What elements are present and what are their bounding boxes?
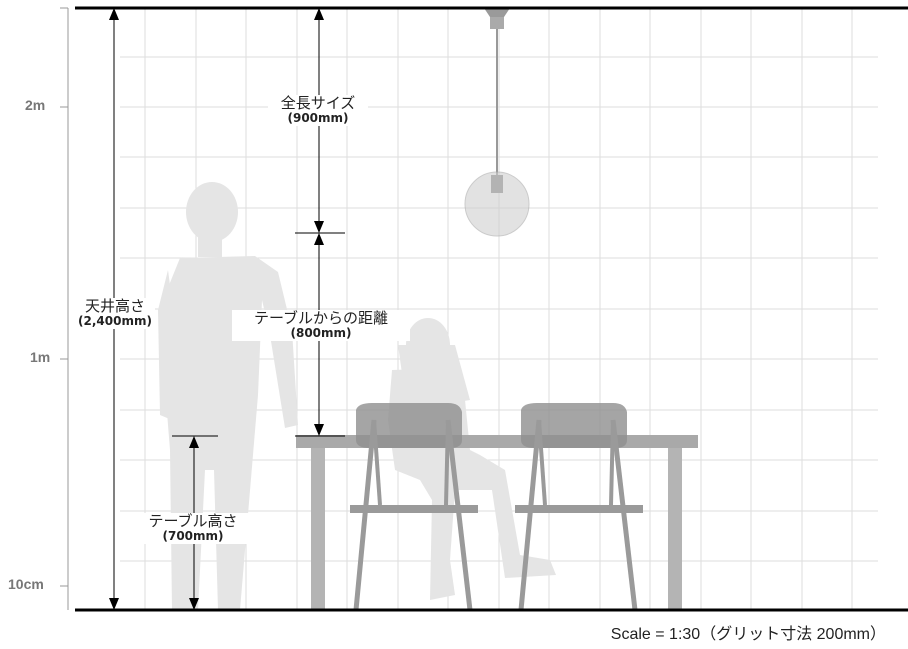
- chair-left: [350, 403, 478, 611]
- table-height-value: (700mm): [162, 529, 224, 544]
- pendant-length-label: 全長サイズ (900mm): [268, 94, 368, 127]
- tick-label-1m: 1m: [30, 349, 51, 365]
- height-axis: [60, 7, 69, 610]
- seated-person-silhouette: [388, 318, 556, 600]
- scale-note: Scale = 1:30（グリット寸法 200mm）: [610, 626, 886, 643]
- ceiling-height-value: (2,400mm): [78, 314, 152, 329]
- pendant-length-value: (900mm): [287, 111, 349, 126]
- ceiling-height-label: 天井高さ (2,400mm): [75, 297, 155, 330]
- table-height-title: テーブル高さ: [148, 512, 238, 530]
- ceiling-height-title: 天井高さ: [84, 297, 145, 315]
- tick-label-10cm: 10cm: [8, 576, 44, 592]
- table-to-pendant-title: テーブルからの距離: [253, 309, 389, 327]
- table-height-label: テーブル高さ (700mm): [134, 512, 252, 545]
- table-to-pendant-label: テーブルからの距離 (800mm): [232, 309, 410, 342]
- table-to-pendant-value: (800mm): [290, 326, 352, 341]
- tick-label-2m: 2m: [25, 97, 46, 113]
- pendant-length-title: 全長サイズ: [280, 94, 356, 112]
- pendant-lamp: [464, 8, 530, 237]
- standing-person-silhouette: [158, 182, 298, 610]
- chair-right: [515, 403, 643, 611]
